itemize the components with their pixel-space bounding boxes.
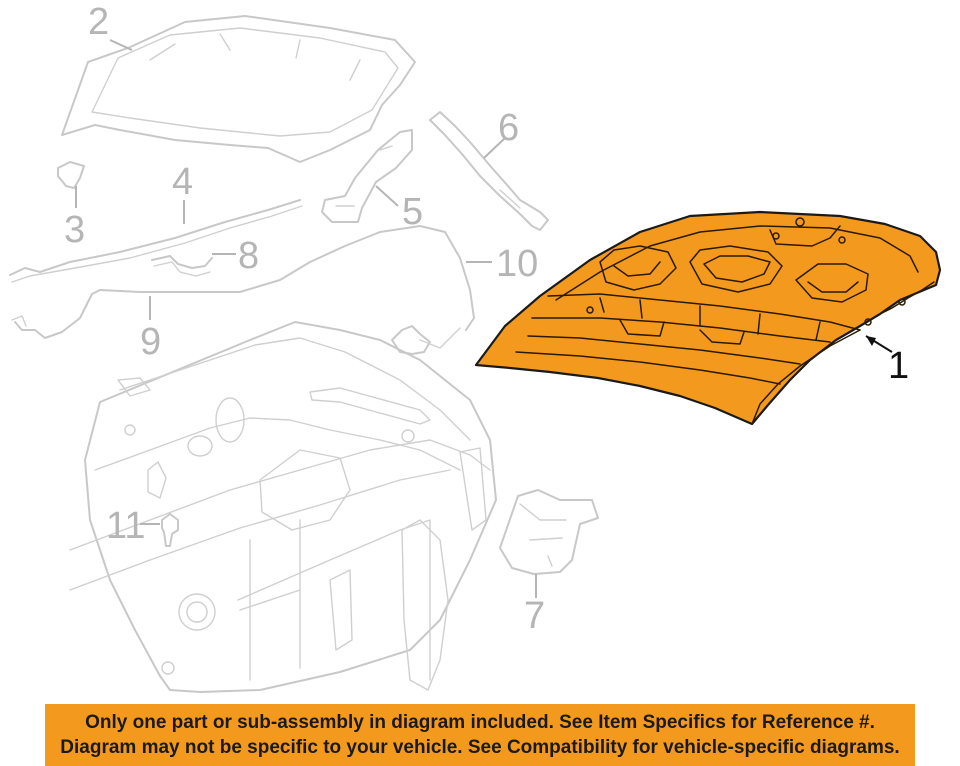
leader-2 bbox=[109, 39, 133, 51]
part-1-hood-panel bbox=[474, 210, 942, 426]
disclaimer-banner: Only one part or sub-assembly in diagram… bbox=[45, 704, 915, 766]
part-8-release-rod bbox=[151, 255, 213, 277]
front-end-structure bbox=[69, 321, 497, 693]
callout-11: 11 bbox=[106, 505, 145, 547]
part-9-release-cable bbox=[11, 225, 475, 339]
part-4-weatherstrip bbox=[9, 199, 303, 283]
callout-3: 3 bbox=[64, 209, 85, 251]
part-6-support-strut bbox=[429, 111, 549, 231]
callout-2: 2 bbox=[88, 1, 109, 43]
parts-diagram: 2 3 4 5 6 8 9 10 bbox=[9, 1, 942, 693]
callout-7: 7 bbox=[524, 595, 545, 637]
leader-5 bbox=[375, 185, 399, 207]
hood-outline bbox=[474, 210, 942, 426]
callout-8: 8 bbox=[238, 235, 259, 277]
callout-6: 6 bbox=[498, 107, 519, 149]
part-7-hood-latch bbox=[499, 489, 599, 575]
disclaimer-line-1: Only one part or sub-assembly in diagram… bbox=[85, 712, 875, 733]
part-2-hood-insulator bbox=[61, 15, 416, 163]
callout-5: 5 bbox=[402, 191, 423, 233]
leader-6 bbox=[483, 137, 506, 159]
leader-1-arrowhead bbox=[866, 336, 876, 346]
callout-9: 9 bbox=[140, 321, 161, 363]
part-3-bumper bbox=[57, 161, 85, 189]
part-11-bolt bbox=[161, 513, 179, 547]
disclaimer-line-2: Diagram may not be specific to your vehi… bbox=[60, 737, 900, 758]
part-5-hinge bbox=[321, 129, 413, 223]
callout-1: 1 bbox=[888, 345, 909, 387]
callout-10: 10 bbox=[496, 243, 538, 285]
callout-4: 4 bbox=[172, 161, 193, 203]
part-10-latch bbox=[391, 325, 461, 355]
